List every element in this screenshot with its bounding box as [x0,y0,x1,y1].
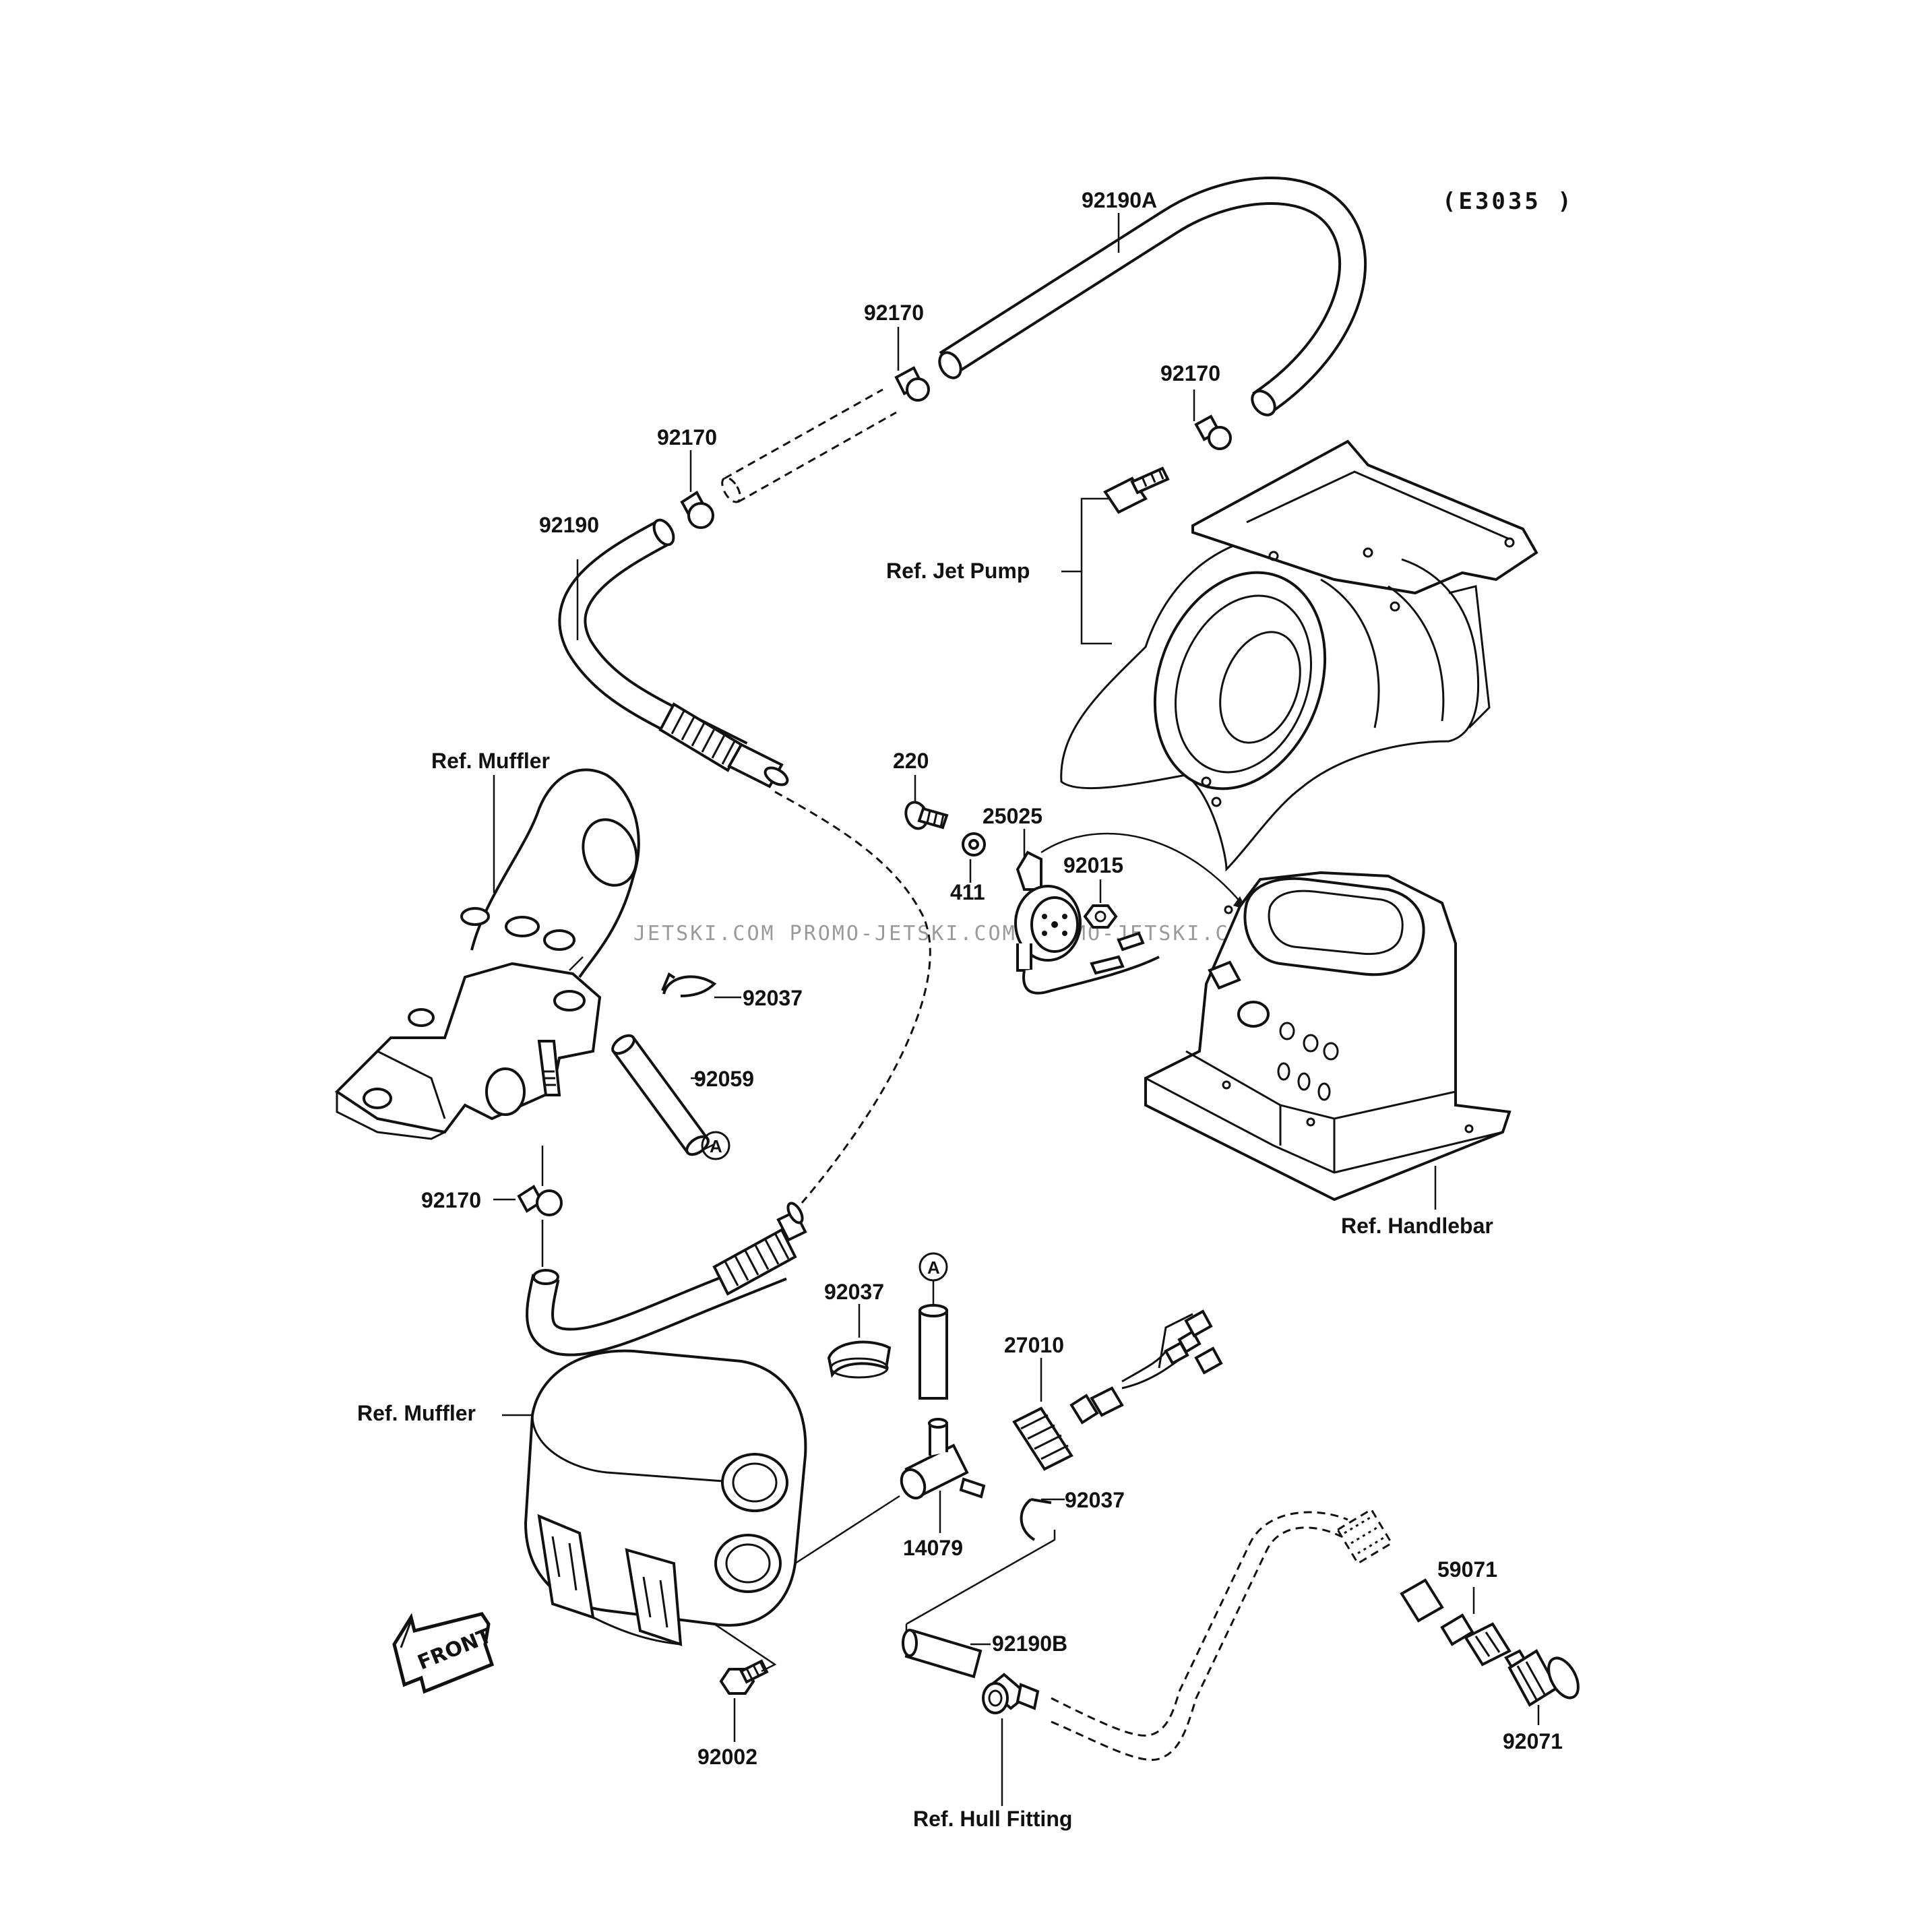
bolt-icon [904,801,949,830]
label-hose-left: 92190 [539,513,599,537]
clamp-icon [517,1185,563,1216]
nut-icon [1083,904,1118,929]
label-clip-92037-low: 92037 [824,1280,884,1304]
label-ref-muffler-top: Ref. Muffler [431,749,550,773]
muffler-bottom [524,1349,807,1646]
label-part-25025: 25025 [983,804,1042,828]
marker-a-2: A [927,1257,940,1278]
gauge-icon [1014,850,1160,995]
label-nut-92015: 92015 [1063,853,1123,877]
jet-pump [1060,439,1538,872]
label-clip-92037-mid: 92037 [743,986,803,1010]
hose-coupler [1336,1507,1394,1565]
label-hose-92190a: 92190A [1082,188,1157,212]
label-bolt-92002: 92002 [697,1745,757,1769]
hose-lower [526,1202,807,1357]
cap-icon [1507,1649,1580,1707]
hull-hose-dashed [1051,1507,1394,1761]
clamp-icon [680,491,714,529]
clamp-icon [1194,414,1232,450]
label-clamp-right: 92170 [1160,361,1220,385]
fitting-icon [1103,466,1170,514]
label-ref-muffler-bottom: Ref. Muffler [357,1401,476,1425]
label-ref-hull-fitting: Ref. Hull Fitting [913,1807,1072,1831]
clip-icon [661,972,717,997]
clamp-icon [894,366,930,402]
washer-icon [962,832,986,856]
label-clamp-bottom: 92170 [421,1188,481,1212]
label-hose-92190b: 92190B [992,1631,1067,1656]
fitting-icon [1400,1578,1530,1673]
marker-a [701,1131,730,1160]
label-ref-jet-pump: Ref. Jet Pump [886,559,1030,583]
muffler-top [334,768,640,1140]
hose-coupler [658,702,789,788]
front-arrow-icon [392,1612,495,1694]
label-clamp-left: 92170 [657,425,717,449]
hose-dashed-connector [721,388,897,503]
watermark: JETSKI.COM PROMO-JETSKI.COM PROMO-JETSKI… [633,922,1258,945]
hose-92190b [902,1629,983,1679]
label-bolt-220: 220 [893,749,929,773]
label-tube-92059: 92059 [694,1067,754,1091]
routing-dash [774,790,931,1204]
hose-92190a [938,177,1367,416]
marker-a-1: A [710,1136,722,1156]
handlebar-base [1144,871,1512,1202]
label-cap-92071: 92071 [1503,1729,1563,1753]
tube-icon [918,1304,948,1400]
tube-icon [611,1034,710,1156]
label-clip-92037-right: 92037 [1065,1488,1125,1512]
label-tee-14079: 14079 [903,1536,963,1560]
hull-fitting-icon [982,1673,1040,1714]
clip-icon [827,1340,892,1379]
sensor-icon [1012,1309,1223,1471]
label-ref-handlebar: Ref. Handlebar [1341,1214,1493,1238]
bolt-icon [719,1659,769,1695]
label-sensor-27010: 27010 [1004,1333,1064,1357]
label-fitting-59071: 59071 [1437,1557,1497,1582]
hose-92190 [558,518,789,788]
tee-fitting-icon [900,1418,986,1500]
diagram-code: (E3035 ) [1442,188,1574,215]
clip-icon [1020,1498,1052,1541]
label-washer-411: 411 [950,880,985,904]
label-clamp-top: 92170 [864,301,924,325]
